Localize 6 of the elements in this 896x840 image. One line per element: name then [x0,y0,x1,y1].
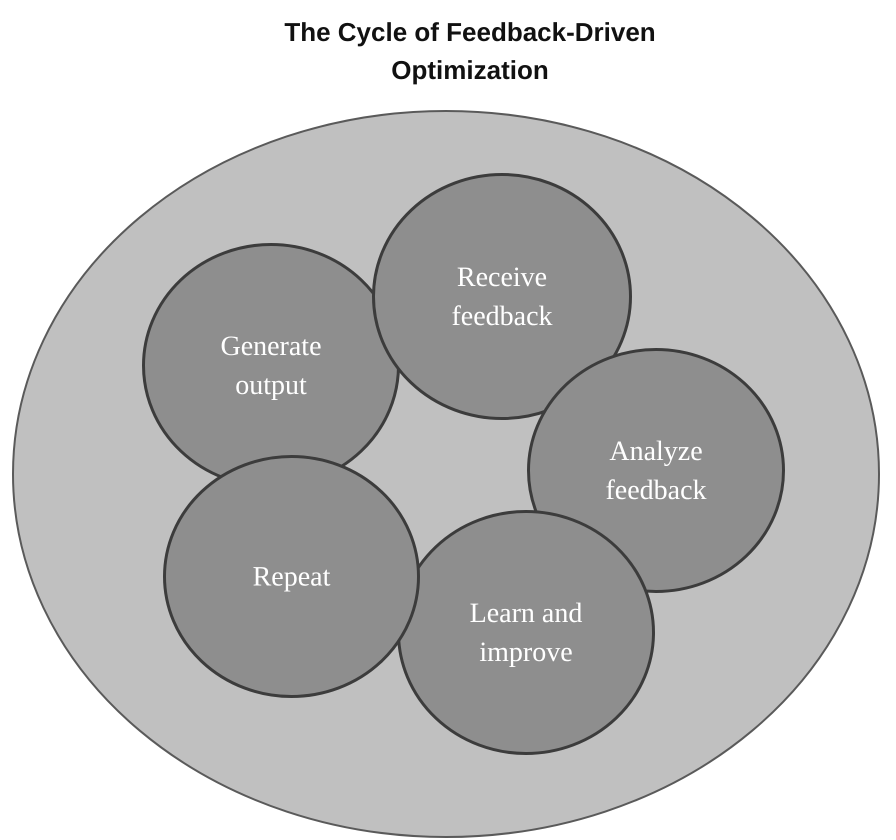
step-label: Analyze feedback [604,434,708,508]
step-label: Generate output [219,329,323,402]
step-label: Learn and improve [468,596,584,670]
diagram-title: The Cycle of Feedback-Driven Optimization [283,16,657,87]
step-label: Receive feedback [450,260,554,334]
step-label: Repeat [252,560,332,594]
